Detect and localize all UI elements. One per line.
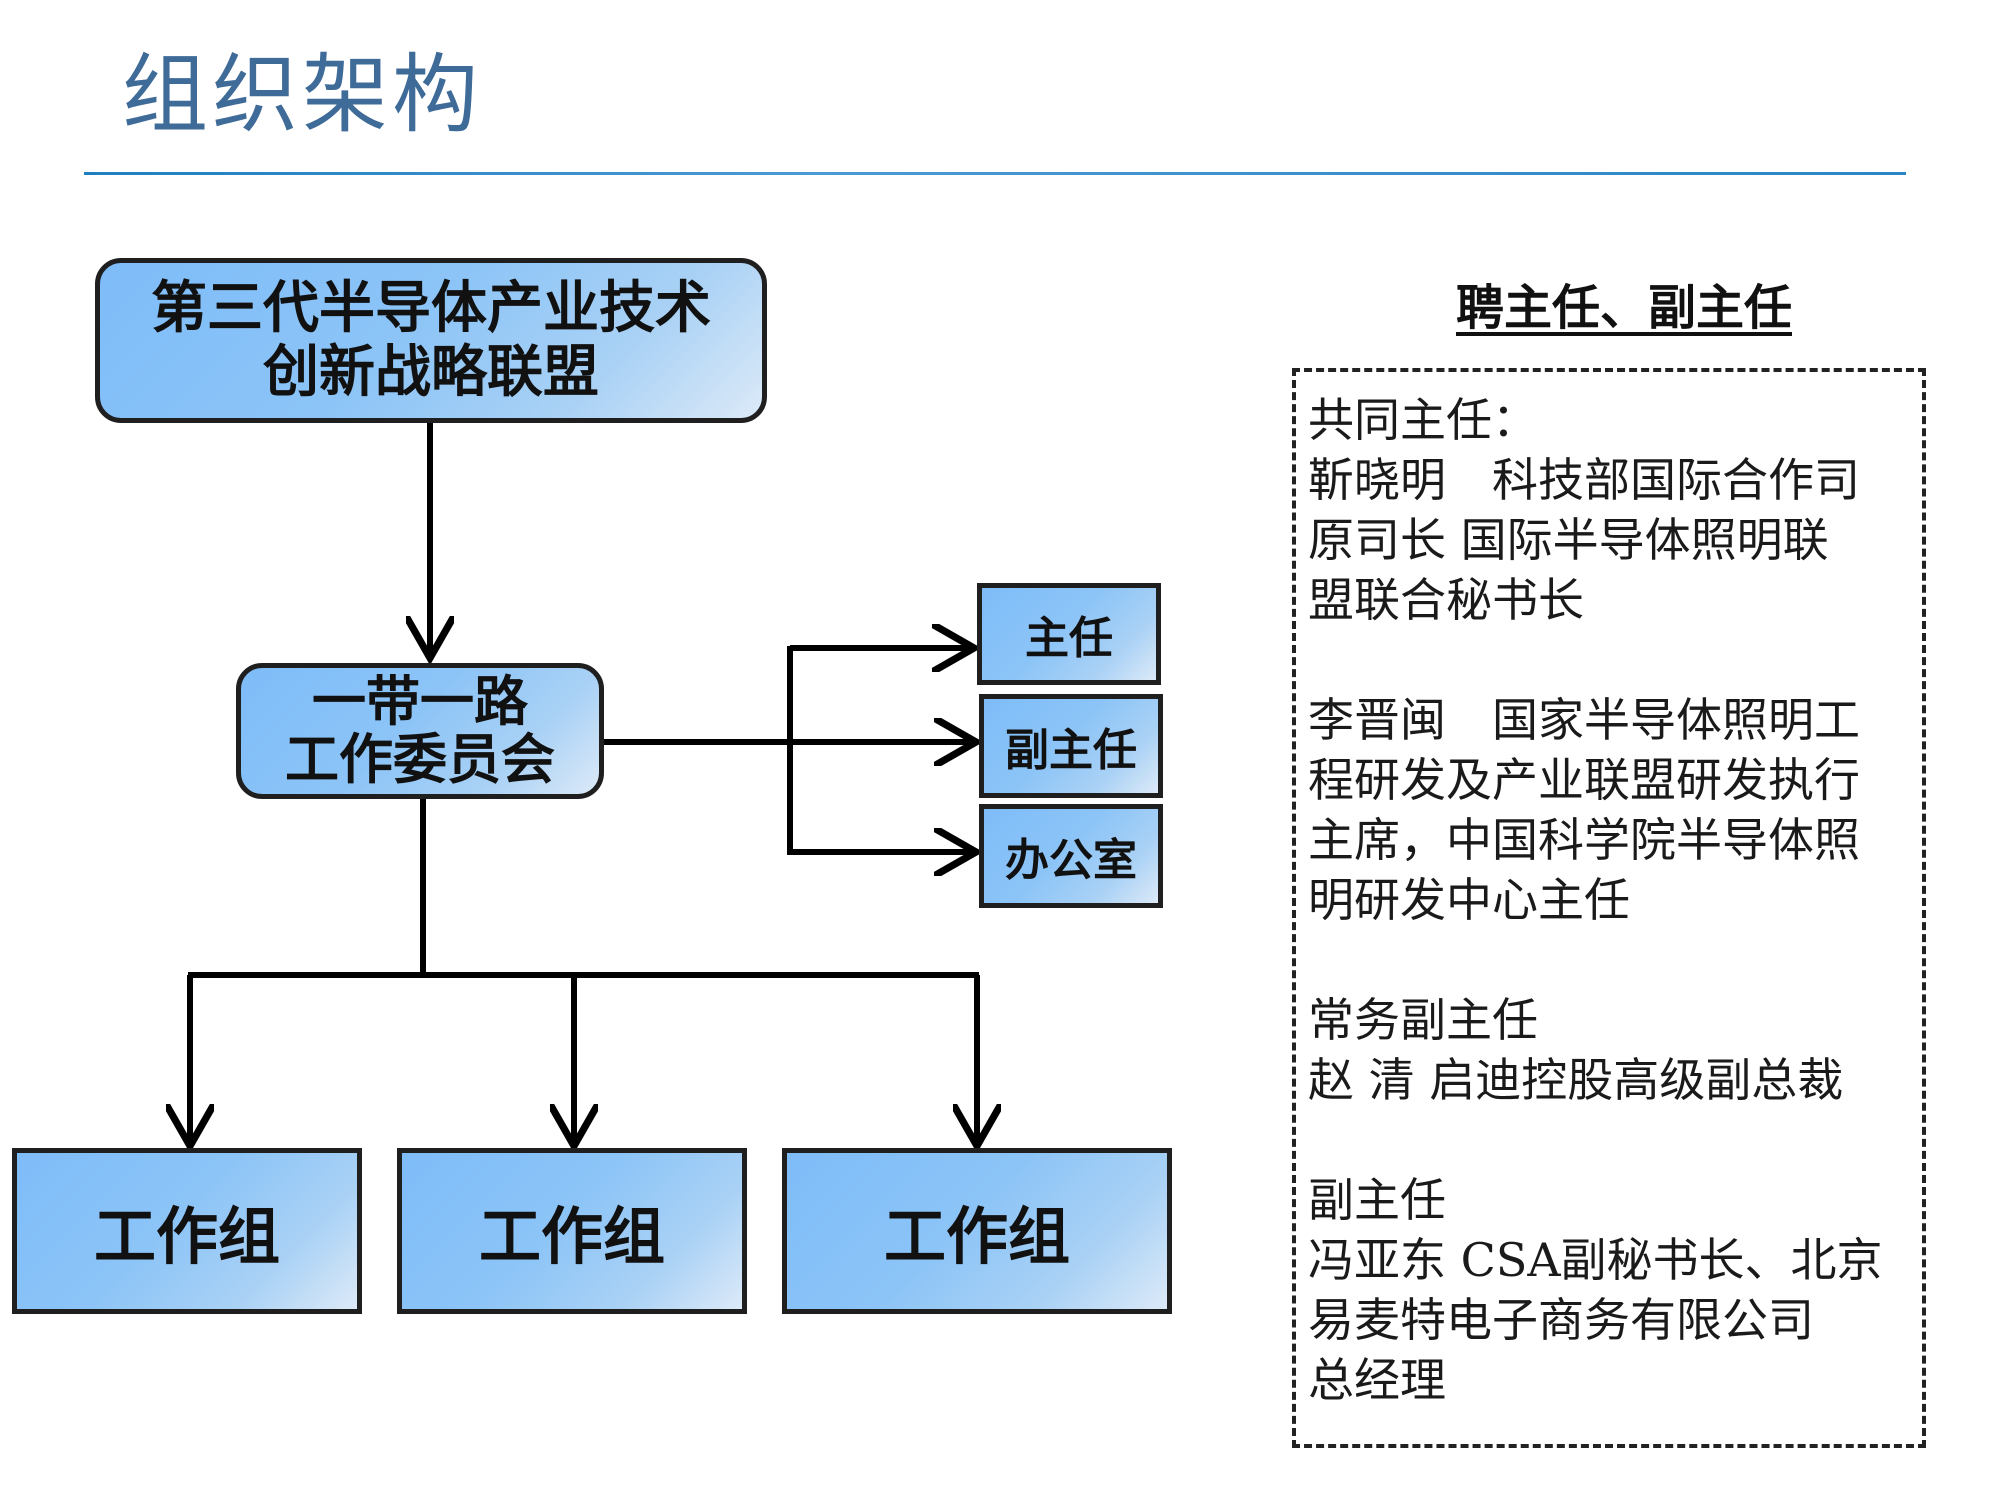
panel-line-co-director-title: 共同主任： [1308,393,1538,447]
title-divider [84,172,1906,175]
working-group-label-3: 工作组 [883,1200,1070,1273]
panel-line-jin-1: 靳晓明 科技部国际合作司 [1308,453,1860,507]
panel-line-zhao: 赵 清 启迪控股高级副总裁 [1308,1053,1844,1107]
vice-director-node: 副主任 [979,694,1163,798]
director-label: 主任 [1025,613,1113,664]
working-group-label-2: 工作组 [478,1200,665,1273]
committee-name-line-1: 一带一路 [312,670,528,733]
appointments-panel: 共同主任： 靳晓明 科技部国际合作司 原司长 国际半导体照明联 盟联合秘书长 李… [1292,368,1926,1448]
panel-line-li-1: 李晋闽 国家半导体照明工 [1308,693,1860,747]
working-group-node-1: 工作组 [12,1148,362,1314]
panel-line-feng-3: 总经理 [1308,1353,1446,1407]
committee-node: 一带一路 工作委员会 [236,663,604,799]
panel-line-li-3: 主席，中国科学院半导体照 [1308,813,1860,867]
alliance-name-line-2: 创新战略联盟 [263,339,599,405]
alliance-node: 第三代半导体产业技术 创新战略联盟 [95,258,767,423]
panel-line-executive-vice-title: 常务副主任 [1308,993,1538,1047]
working-group-node-2: 工作组 [397,1148,747,1314]
panel-line-feng-1: 冯亚东 CSA副秘书长、北京 [1308,1233,1883,1287]
working-group-node-3: 工作组 [782,1148,1172,1314]
page-title: 组织架构 [122,45,482,145]
appointments-heading: 聘主任、副主任 [1455,280,1792,336]
panel-line-li-2: 程研发及产业联盟研发执行 [1308,753,1860,807]
working-group-label-1: 工作组 [93,1200,280,1273]
panel-line-li-4: 明研发中心主任 [1308,873,1630,927]
panel-line-jin-3: 盟联合秘书长 [1308,573,1584,627]
panel-spacer [1308,1110,1912,1170]
committee-name-line-2: 工作委员会 [285,728,555,791]
alliance-name-line-1: 第三代半导体产业技术 [151,275,711,341]
panel-line-vice-title: 副主任 [1308,1173,1446,1227]
office-label: 办公室 [1005,835,1137,886]
panel-spacer [1308,630,1912,690]
panel-spacer [1308,930,1912,990]
panel-line-feng-2: 易麦特电子商务有限公司 [1308,1293,1814,1347]
vice-director-label: 副主任 [1005,725,1137,776]
panel-line-jin-2: 原司长 国际半导体照明联 [1308,513,1829,567]
office-node: 办公室 [979,804,1163,908]
director-node: 主任 [977,583,1161,685]
